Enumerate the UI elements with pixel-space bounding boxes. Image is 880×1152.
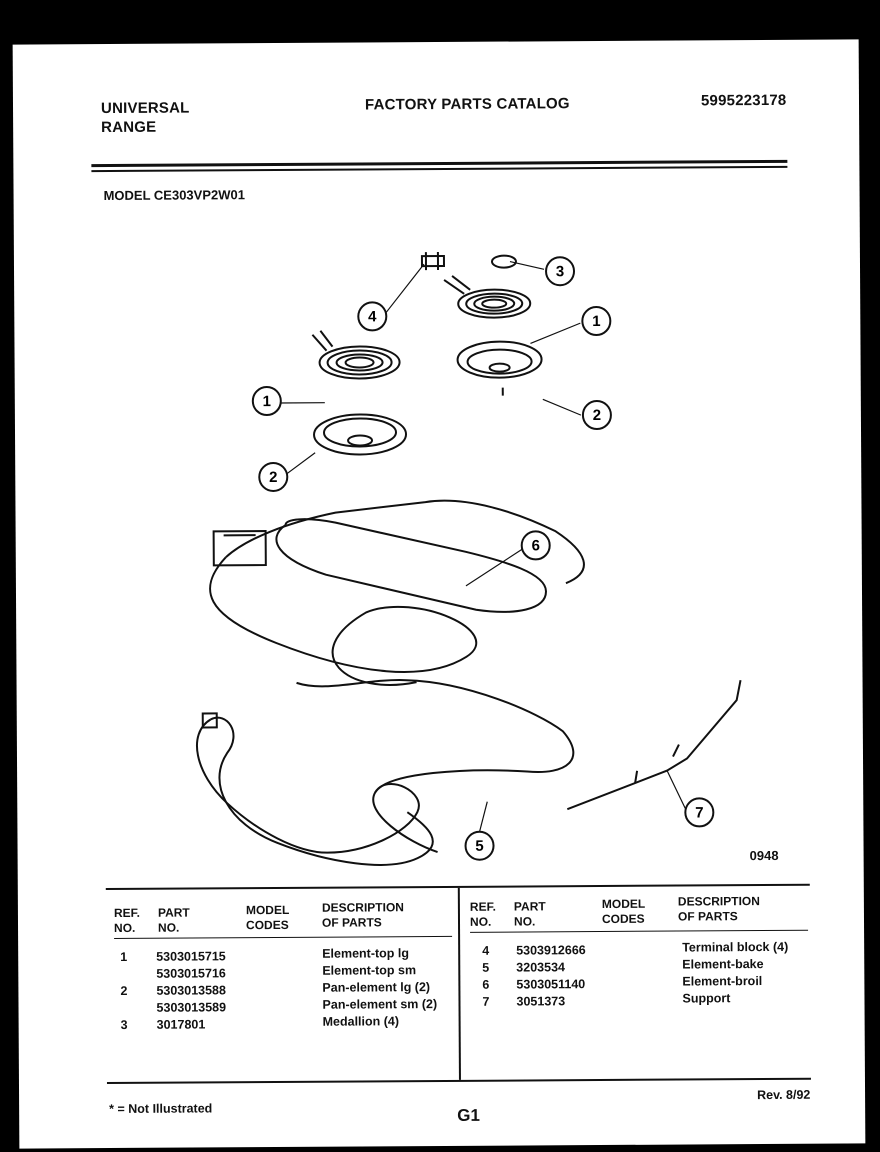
- row-part-number: 3203534: [516, 960, 565, 975]
- row-description: Element-top lg: [322, 946, 410, 961]
- svg-text:2: 2: [593, 407, 601, 424]
- row-part-number: 5303013589: [156, 1000, 227, 1015]
- row-part-number: 5303051140: [516, 977, 586, 992]
- svg-text:3: 3: [556, 263, 564, 280]
- header-ref-left: REF.NO.: [113, 905, 141, 935]
- callout-2-right: 2: [581, 400, 612, 431]
- header-underline-right: [470, 929, 809, 933]
- callout-1-right: 1: [581, 306, 612, 337]
- row-description: Medallion (4): [322, 1014, 400, 1029]
- header-rule-2: [91, 165, 788, 173]
- callout-3: 3: [545, 256, 576, 287]
- bake-element: [196, 679, 575, 866]
- header-ref-right: REF.NO.: [469, 899, 496, 929]
- brand-line-2: RANGE: [101, 118, 157, 137]
- row-part-number: 3017801: [156, 1017, 206, 1032]
- row-description: Element-top sm: [322, 963, 417, 978]
- catalog-page: UNIVERSAL RANGE FACTORY PARTS CATALOG 59…: [12, 39, 866, 1149]
- row-description: Element-bake: [682, 957, 764, 972]
- not-illustrated-note: * = Not Illustrated: [109, 1101, 213, 1117]
- header-underline-left: [114, 935, 453, 939]
- broil-element: [209, 499, 585, 686]
- row-description: Element-broil: [682, 974, 763, 989]
- svg-text:6: 6: [531, 537, 539, 554]
- svg-text:5: 5: [475, 838, 483, 855]
- page-title: FACTORY PARTS CATALOG: [364, 95, 570, 114]
- row-description: Pan-element sm (2): [322, 997, 438, 1012]
- page-number: G1: [457, 1105, 480, 1125]
- row-description: Support: [682, 991, 731, 1006]
- svg-text:2: 2: [269, 469, 277, 486]
- callout-7: 7: [684, 797, 715, 828]
- brand-line-1: UNIVERSAL: [100, 99, 190, 118]
- catalog-number: 5995223178: [700, 91, 787, 110]
- svg-text:1: 1: [592, 313, 600, 330]
- terminal-block-part: [420, 251, 446, 271]
- row-ref: 7: [482, 994, 490, 1009]
- callout-6: 6: [520, 530, 551, 561]
- medallion-part: [490, 254, 517, 269]
- row-part-number: 5303013588: [156, 983, 226, 998]
- callout-5: 5: [464, 830, 495, 861]
- row-description: Terminal block (4): [682, 939, 789, 955]
- row-part-number: 3051373: [516, 994, 566, 1009]
- table-divider: [457, 887, 461, 1080]
- support-part: [566, 679, 742, 811]
- diagram-code: 0948: [749, 847, 779, 864]
- row-part-number: 5303912666: [516, 943, 586, 958]
- row-ref: 1: [120, 949, 128, 964]
- svg-text:4: 4: [368, 308, 377, 325]
- surface-element-small: [443, 275, 532, 319]
- row-description: Pan-element lg (2): [322, 980, 431, 995]
- surface-element-large: [311, 330, 401, 380]
- exploded-parts-diagram: 1 1 2 2 3 4 5: [196, 251, 742, 866]
- callout-2-left: 2: [258, 462, 289, 493]
- row-ref: 5: [482, 960, 490, 975]
- model-number: MODEL CE303VP2W01: [103, 187, 245, 204]
- row-part-number: 5303015716: [156, 966, 226, 981]
- row-part-number: 5303015715: [156, 949, 226, 964]
- svg-text:7: 7: [695, 804, 703, 821]
- svg-text:1: 1: [263, 393, 271, 410]
- row-ref: 6: [482, 977, 490, 992]
- callout-4: 4: [357, 301, 388, 332]
- row-ref: 2: [120, 983, 128, 998]
- revision-date: Rev. 8/92: [757, 1087, 811, 1103]
- parts-table-left: 1 5303015715 Element-top lg 5303015716 E…: [13, 39, 859, 1032]
- callout-1-left: 1: [251, 386, 282, 417]
- parts-table-right: 4 5303912666 Terminal block (4) 5 320353…: [13, 39, 859, 1009]
- drip-pan-large: [313, 413, 408, 456]
- callout-leaders: [278, 260, 686, 840]
- drip-pan-small: [456, 340, 543, 396]
- row-ref: 3: [120, 1017, 128, 1032]
- row-ref: 4: [482, 943, 490, 958]
